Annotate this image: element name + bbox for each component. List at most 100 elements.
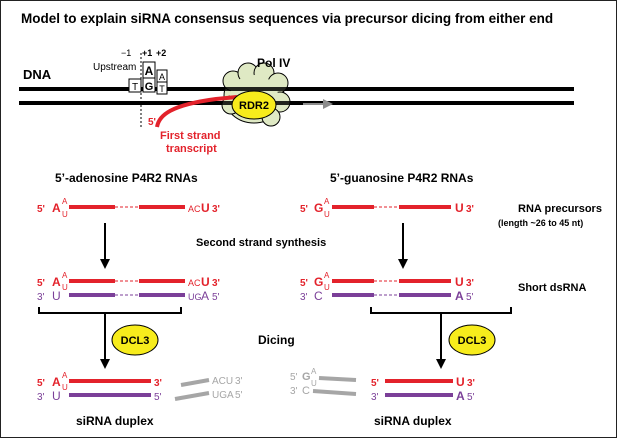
- figure-title: Model to explain siRNA consensus sequenc…: [21, 11, 553, 26]
- pos-plus1: +1: [142, 48, 152, 58]
- right-fragment-small-A: A: [311, 367, 317, 376]
- right-sirna-bottom-5prime: 5': [467, 392, 475, 403]
- right-sirna-U: U: [456, 375, 465, 389]
- nt-top-A: A: [145, 64, 154, 78]
- left-sirna-bottom-U: U: [52, 389, 61, 403]
- right-precursor-small-A: A: [324, 197, 330, 206]
- right-fragment-small-U: U: [311, 379, 317, 388]
- left-precursor-strand-a: [69, 205, 115, 209]
- nt-box-bot-T: [128, 78, 142, 93]
- pol-iv-label: Pol IV: [257, 56, 290, 70]
- first-strand-5prime: 5': [148, 117, 156, 128]
- right-sirna-5prime: 5': [371, 378, 379, 389]
- left-sirna-bottom-3prime: 3': [37, 392, 45, 403]
- right-ds-bottom-3prime: 3': [300, 292, 308, 303]
- right-sirna-bottom-3prime: 3': [371, 392, 379, 403]
- left-heading: 5’-adenosine P4R2 RNAs: [55, 171, 198, 185]
- right-dcl3-label: DCL3: [458, 335, 487, 347]
- right-precursor-strand-b: [399, 205, 451, 209]
- right-ds-G: G: [314, 275, 323, 289]
- left-ds-bottom-strand-b: [139, 293, 185, 297]
- right-sirna-3prime: 3': [467, 378, 475, 389]
- right-ds-A: A: [455, 289, 464, 303]
- left-precursor-A: A: [52, 201, 61, 215]
- right-sirna-A: A: [456, 389, 465, 403]
- rdr2-enzyme: [231, 90, 277, 120]
- left-ds-small-U: U: [62, 283, 68, 292]
- left-dcl3-enzyme: [111, 324, 159, 356]
- left-precursor-3prime: 3': [212, 204, 220, 215]
- nt-bot-T2: T: [159, 84, 165, 94]
- right-ds-U: U: [455, 275, 464, 289]
- rna-precursors-label: RNA precursors: [518, 203, 602, 215]
- left-sirna-small-A: A: [62, 371, 68, 380]
- right-ds-top-strand-b: [399, 279, 451, 283]
- left-ds-small-ug: UG: [188, 292, 202, 302]
- short-dsrna-label: Short dsRNA: [518, 282, 587, 294]
- left-sirna-A: A: [52, 375, 61, 389]
- right-precursor-small-U: U: [324, 210, 330, 219]
- right-fragment-G: G: [302, 371, 311, 383]
- nt-bot-G: G: [145, 81, 154, 93]
- right-ds-bottom-strand-a: [332, 293, 374, 297]
- right-ds-5prime: 5': [300, 278, 308, 289]
- dna-label: DNA: [23, 67, 52, 82]
- right-ds-top-strand-a: [332, 279, 374, 283]
- left-ds-top-strand-a: [69, 279, 115, 283]
- right-ds-bottom-5prime: 5': [466, 292, 474, 303]
- dna-through-pol-top: [213, 87, 297, 91]
- nt-box-bot-G: [142, 77, 156, 93]
- left-sirna-top-strand: [69, 379, 151, 383]
- left-bracket: [38, 307, 182, 314]
- left-sirna-bottom-5prime: 5': [154, 392, 162, 403]
- right-fragment-C: C: [302, 385, 310, 397]
- left-fragment-3prime: 3': [235, 376, 243, 387]
- left-ds-top-strand-b: [139, 279, 185, 283]
- upstream-label: Upstream: [93, 62, 136, 73]
- left-sirna-3prime: 3': [154, 378, 162, 389]
- right-precursor-G: G: [314, 201, 323, 215]
- right-bracket: [370, 307, 512, 314]
- right-ds-small-U: U: [324, 283, 330, 292]
- left-ds-bottom-5prime: 5': [212, 292, 220, 303]
- right-dcl3-enzyme: [448, 324, 496, 356]
- right-ds-bottom-C: C: [314, 289, 323, 303]
- right-heading: 5’-guanosine P4R2 RNAs: [330, 171, 474, 185]
- left-ds-A: A: [52, 275, 61, 289]
- pos-minus1: −1: [121, 48, 131, 58]
- left-ds-bottom-U: U: [52, 289, 61, 303]
- right-ds-3prime: 3': [466, 278, 474, 289]
- first-strand-label-2: transcript: [166, 143, 217, 155]
- rdr2-label: RDR2: [239, 100, 269, 112]
- right-ds-small-A: A: [324, 271, 330, 280]
- left-ds-small-A: A: [62, 271, 68, 280]
- length-note: (length ~26 to 45 nt): [498, 218, 583, 228]
- left-ds-3prime: 3': [212, 278, 220, 289]
- left-precursor-U: U: [201, 201, 210, 215]
- right-precursor-3prime: 3': [466, 204, 474, 215]
- left-discarded-fragment: ACU 3' UGA 5': [174, 376, 243, 401]
- right-sirna-bottom-strand: [385, 393, 453, 397]
- second-strand-label: Second strand synthesis: [196, 237, 326, 249]
- left-ds-5prime: 5': [37, 278, 45, 289]
- left-ds-bottom-strand-a: [69, 293, 115, 297]
- pos-plus2: +2: [156, 48, 166, 58]
- left-ds-bottom-3prime: 3': [37, 292, 45, 303]
- nt-bot-T: T: [132, 82, 138, 93]
- left-fragment-acu: ACU: [212, 376, 233, 387]
- left-ds-small-ac: AC: [188, 278, 201, 288]
- left-fragment-5prime: 5': [235, 390, 243, 401]
- right-precursor-5prime: 5': [300, 204, 308, 215]
- left-sirna-5prime: 5': [37, 378, 45, 389]
- left-precursor-small-U: U: [62, 210, 68, 219]
- left-precursor-small-A: A: [62, 197, 68, 206]
- right-sirna-duplex-label: siRNA duplex: [374, 414, 452, 428]
- dicing-label: Dicing: [258, 333, 295, 347]
- right-fragment-5prime: 5': [290, 372, 298, 383]
- left-sirna-small-U: U: [62, 383, 68, 392]
- right-fragment-3prime: 3': [290, 386, 298, 397]
- right-discarded-fragment: 5' G A U 3' C: [290, 367, 357, 397]
- left-sirna-bottom-strand: [69, 393, 151, 397]
- left-fragment-uga: UGA: [212, 390, 234, 401]
